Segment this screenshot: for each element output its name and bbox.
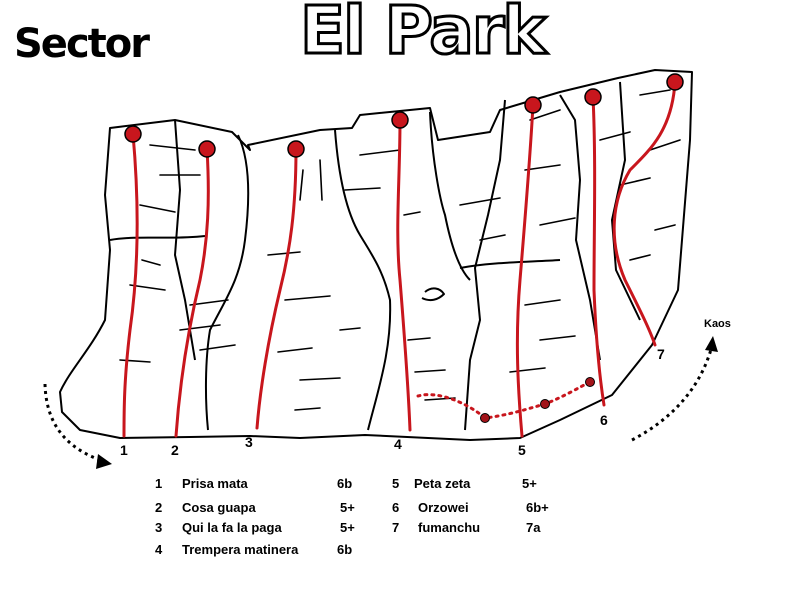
sector-name: El Park xyxy=(298,0,547,69)
rock-crack xyxy=(429,111,471,281)
rock-outline xyxy=(59,69,693,441)
legend-grade: 5+ xyxy=(522,476,537,491)
anchor-2 xyxy=(198,140,216,158)
route-number-6: 6 xyxy=(600,412,608,428)
anchor-7 xyxy=(666,73,684,91)
legend-grade: 5+ xyxy=(340,500,355,515)
rock-crack xyxy=(464,99,506,431)
legend-route-name: Trempera matinera xyxy=(182,542,299,557)
route-line-6 xyxy=(591,95,606,407)
rock-texture xyxy=(119,89,681,411)
legend-grade: 6b xyxy=(337,476,353,491)
kaos-label: Kaos xyxy=(704,318,731,330)
legend-grade: 6b+ xyxy=(526,500,549,515)
rock-crack xyxy=(174,119,196,361)
legend-route-name: Orzowei xyxy=(418,500,469,515)
legend-number: 4 xyxy=(155,542,163,557)
approach-arrow-kaos xyxy=(631,336,718,442)
anchor-6 xyxy=(584,88,602,106)
legend-grade: 6b xyxy=(337,542,353,557)
route-number-4: 4 xyxy=(394,436,402,452)
bolt-point xyxy=(540,399,550,409)
route-line-3 xyxy=(255,147,298,430)
route-line-2 xyxy=(174,147,210,438)
anchor-3 xyxy=(287,140,305,158)
bolt-point xyxy=(585,377,595,387)
rock-crack xyxy=(109,235,206,241)
anchors xyxy=(124,73,684,158)
legend-number: 7 xyxy=(392,520,400,535)
rock-crack xyxy=(334,129,392,431)
rock-crack xyxy=(559,94,601,361)
legend-route-name: Peta zeta xyxy=(414,476,471,491)
anchor-1 xyxy=(124,125,142,143)
route-number-3: 3 xyxy=(245,434,253,450)
legend-route-name: fumanchu xyxy=(418,520,481,535)
route-number-2: 2 xyxy=(171,442,179,458)
route-number-5: 5 xyxy=(518,442,526,458)
legend-grade: 5+ xyxy=(340,520,355,535)
bolt-point xyxy=(480,413,490,423)
anchor-4 xyxy=(391,111,409,129)
rock-crack xyxy=(421,287,445,302)
rock-crack xyxy=(204,134,250,431)
traverse xyxy=(416,377,595,423)
route-line-1 xyxy=(122,132,139,438)
route-line-5 xyxy=(515,103,535,438)
legend-number: 5 xyxy=(392,476,400,491)
rock-crack xyxy=(459,259,561,269)
legend-number: 1 xyxy=(155,476,163,491)
legend-route-name: Cosa guapa xyxy=(182,500,256,515)
legend-route-name: Prisa mata xyxy=(182,476,248,491)
legend-number: 2 xyxy=(155,500,163,515)
legend-number: 3 xyxy=(155,520,163,535)
rock-face xyxy=(59,69,693,441)
legend-grade: 7a xyxy=(526,520,541,535)
traverse-line xyxy=(416,380,592,420)
route-line-4 xyxy=(396,118,412,432)
route-number-1: 1 xyxy=(120,442,128,458)
route-lines xyxy=(122,80,677,438)
sector-label: Sector xyxy=(14,21,150,67)
route-line-7 xyxy=(612,80,677,347)
anchor-5 xyxy=(524,96,542,114)
route-number-7: 7 xyxy=(657,346,665,362)
approach-arrow-left xyxy=(43,383,112,469)
legend-number: 6 xyxy=(392,500,400,515)
legend-route-name: Qui la fa la paga xyxy=(182,520,282,535)
